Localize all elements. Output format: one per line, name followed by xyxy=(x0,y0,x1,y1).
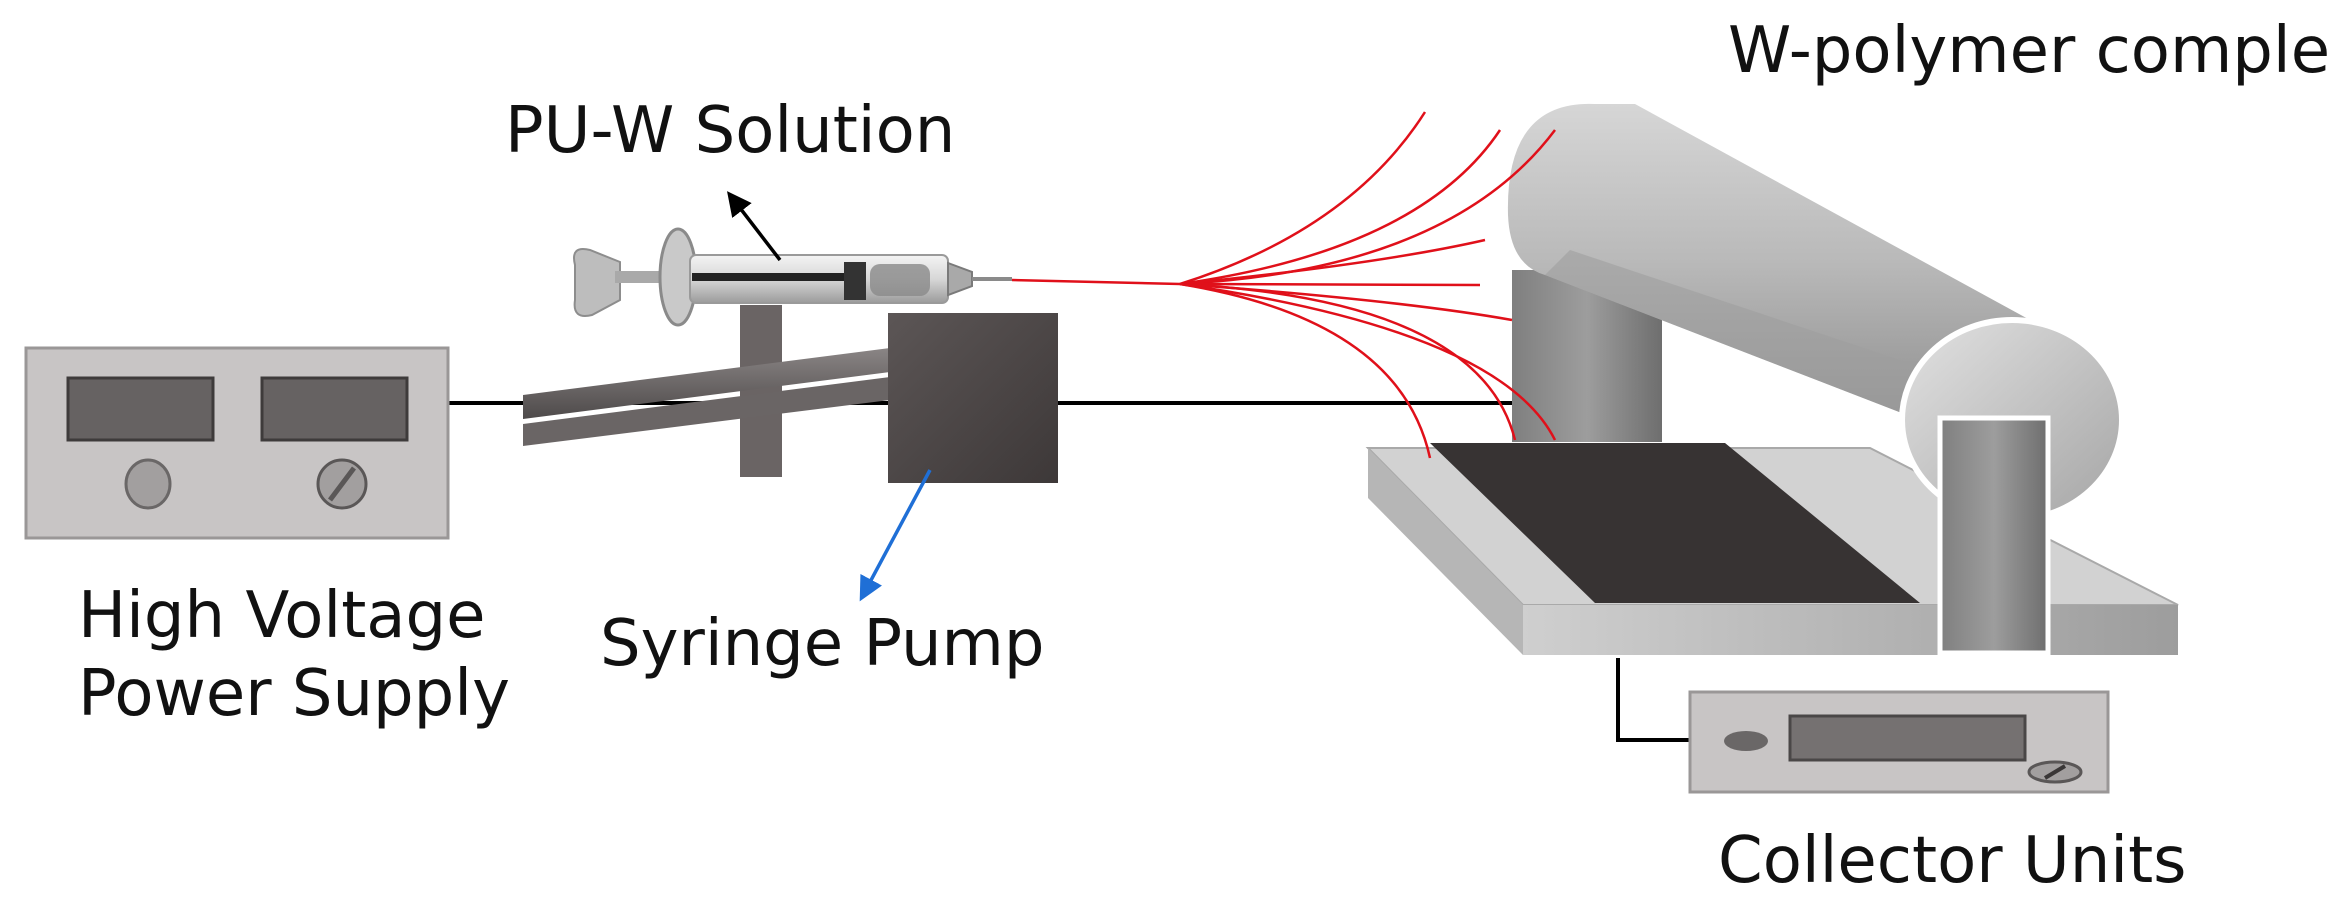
controller-button-icon xyxy=(1724,731,1768,751)
fiber-2 xyxy=(1179,129,1502,286)
label-high-voltage: High Voltage xyxy=(78,579,486,653)
fiber-8 xyxy=(1179,282,1432,459)
pump-arrow xyxy=(859,469,932,602)
fiber-jet xyxy=(1011,278,1181,286)
label-power-supply: Power Supply xyxy=(78,657,510,731)
pump-rail-upper xyxy=(523,348,890,419)
power-knob-icon xyxy=(124,458,172,510)
label-collector-units: Collector Units xyxy=(1718,824,2187,898)
voltage-display-left xyxy=(66,376,215,442)
plunger-stopper xyxy=(844,262,866,300)
solution-arrow xyxy=(727,191,782,262)
voltage-display-right xyxy=(260,376,409,442)
syringe xyxy=(573,227,1012,327)
fiber-3 xyxy=(1179,129,1556,286)
collector-apparatus xyxy=(1365,103,2179,656)
pump-block xyxy=(888,313,1058,483)
fiber-6 xyxy=(1179,282,1513,322)
plunger-inner-rod xyxy=(692,273,850,281)
fiber-1 xyxy=(1179,111,1427,286)
syringe-stand-post xyxy=(740,305,782,477)
label-pu-w-solution: PU-W Solution xyxy=(505,94,955,168)
collector-mat xyxy=(1430,443,1920,603)
collector-base-front xyxy=(1523,605,2178,655)
syringe-pump xyxy=(523,305,1058,483)
syringe-tip xyxy=(947,261,973,297)
collector-unit-controller xyxy=(1688,690,2110,794)
controller-display xyxy=(1788,714,2027,762)
controller-dial-slash xyxy=(2043,764,2067,780)
syringe-solution xyxy=(870,264,930,296)
drum-shading xyxy=(1545,250,1960,420)
high-voltage-power-supply xyxy=(24,346,450,540)
fiber-9 xyxy=(1179,282,1557,441)
drum-front-support xyxy=(1937,415,2051,656)
fiber-4 xyxy=(1179,238,1486,286)
dial-knob-slash xyxy=(328,466,356,502)
fiber-5 xyxy=(1179,282,1481,287)
fibers xyxy=(1011,111,1557,459)
fiber-7 xyxy=(1179,282,1517,441)
label-syringe-pump: Syringe Pump xyxy=(600,607,1045,681)
collector-base-side xyxy=(1368,448,1523,655)
pump-rail-lower xyxy=(523,377,890,446)
label-w-polymer-complex: W-polymer complex xyxy=(1728,14,2329,88)
collector-wire xyxy=(1616,658,1690,742)
drum-body xyxy=(1507,103,2030,421)
plunger-thumb-pad xyxy=(573,248,621,317)
